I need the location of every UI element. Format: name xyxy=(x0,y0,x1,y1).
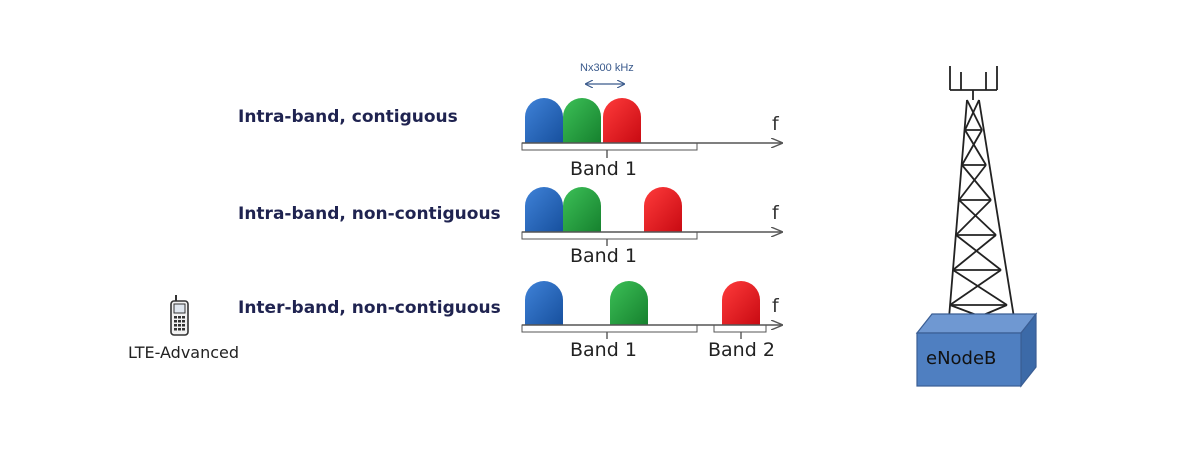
enodeb-box xyxy=(915,312,1038,388)
axis-label-f: f xyxy=(772,202,779,224)
cell-tower-icon xyxy=(947,66,1017,331)
carrier-blue xyxy=(525,98,563,143)
band-label: Band 1 xyxy=(570,339,637,361)
carrier-red xyxy=(603,98,641,143)
device-label: LTE-Advanced xyxy=(128,343,240,362)
row-label-inter-non-contiguous: Inter-band, non-contiguous xyxy=(238,298,501,318)
row-label-intra-non-contiguous: Intra-band, non-contiguous xyxy=(238,204,501,224)
axis-label-f: f xyxy=(772,113,779,135)
carrier-red xyxy=(644,187,682,232)
carrier-green xyxy=(563,98,601,143)
carrier-red xyxy=(722,281,760,325)
row-inter-non-contiguous xyxy=(521,281,782,339)
band-1-bar xyxy=(521,142,698,151)
mobile-phone-icon xyxy=(170,295,189,336)
band-1-bar xyxy=(521,231,698,240)
band-label: Band 2 xyxy=(708,339,775,361)
row-label-intra-contiguous: Intra-band, contiguous xyxy=(238,107,458,127)
carrier-green xyxy=(563,187,601,232)
carrier-blue xyxy=(525,187,563,232)
carrier-green xyxy=(610,281,648,325)
band-label: Band 1 xyxy=(570,245,637,267)
band-1-bar xyxy=(521,324,698,333)
row-intra-contiguous xyxy=(521,84,782,158)
band-label: Band 1 xyxy=(570,158,637,180)
band-2-bar xyxy=(713,324,767,333)
subcarrier-spacing-label: Nx300 kHz xyxy=(580,62,634,74)
row-intra-non-contiguous xyxy=(521,187,782,246)
carrier-blue xyxy=(525,281,563,325)
axis-label-f: f xyxy=(772,295,779,317)
enodeb-label: eNodeB xyxy=(926,348,997,369)
